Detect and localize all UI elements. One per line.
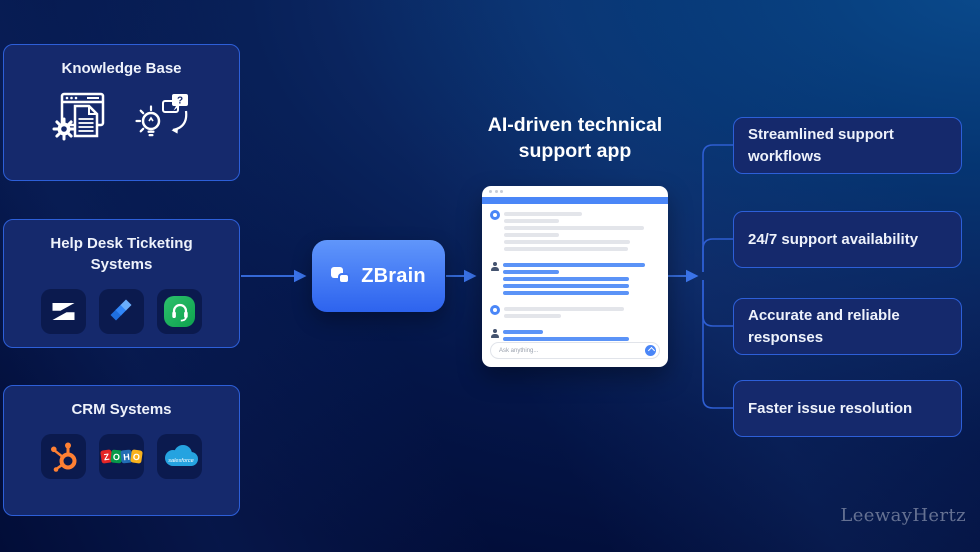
chat-message-assistant bbox=[490, 305, 658, 321]
skeleton-line bbox=[503, 270, 559, 274]
panel-title: Help Desk Ticketing Systems bbox=[50, 235, 193, 273]
zbrain-label: ZBrain bbox=[361, 264, 426, 287]
skeleton-line bbox=[504, 226, 644, 230]
skeleton-line bbox=[504, 212, 582, 216]
skeleton-line bbox=[503, 263, 645, 267]
svg-text:salesforce: salesforce bbox=[168, 457, 194, 463]
chat-message-user bbox=[490, 261, 658, 298]
chat-input-placeholder: Ask anything... bbox=[499, 347, 539, 354]
skeleton-line bbox=[503, 291, 629, 295]
hubspot-icon bbox=[41, 434, 86, 479]
benefit-label: Faster issue resolution bbox=[748, 399, 913, 417]
freshdesk-icon bbox=[157, 289, 202, 334]
window-titlebar bbox=[482, 186, 668, 197]
chat-messages bbox=[482, 204, 668, 358]
benefit-label: Accurate and reliable responses bbox=[748, 307, 900, 346]
benefit-card: Streamlined support workflows bbox=[733, 117, 962, 174]
salesforce-icon: salesforce bbox=[157, 434, 202, 479]
freshdesk-badge bbox=[164, 296, 195, 327]
assistant-avatar-icon bbox=[490, 305, 500, 315]
knowledge-faq-icon: ? bbox=[134, 91, 193, 148]
skeleton-line bbox=[504, 314, 561, 318]
assistant-avatar-icon bbox=[490, 210, 500, 220]
zoho-icon: Z O H O bbox=[99, 434, 144, 479]
benefit-label: 24/7 support availability bbox=[748, 230, 919, 248]
panel-title: CRM Systems bbox=[71, 401, 172, 418]
panel-title: Knowledge Base bbox=[61, 60, 182, 77]
benefit-label: Streamlined support workflows bbox=[748, 126, 894, 165]
send-button[interactable] bbox=[645, 345, 656, 356]
skeleton-line bbox=[503, 337, 629, 341]
benefit-card: 24/7 support availability bbox=[733, 211, 962, 268]
panel-crm: CRM Systems Z bbox=[3, 385, 240, 516]
window-dot-icon bbox=[489, 190, 492, 193]
zoho-letter: O bbox=[130, 449, 143, 464]
user-avatar-icon bbox=[490, 329, 499, 338]
app-header-bar bbox=[482, 197, 668, 204]
panel-help-desk: Help Desk Ticketing Systems bbox=[3, 219, 240, 348]
zendesk-icon bbox=[41, 289, 86, 334]
app-window: Ask anything... bbox=[482, 186, 668, 367]
skeleton-line bbox=[504, 307, 624, 311]
window-dot-icon bbox=[494, 190, 498, 193]
skeleton-line bbox=[504, 233, 559, 237]
leewayhertz-watermark: LeewayHertz bbox=[840, 505, 966, 526]
user-avatar-icon bbox=[490, 262, 499, 271]
window-dot-icon bbox=[500, 190, 503, 193]
skeleton-line bbox=[504, 247, 628, 251]
benefit-card: Faster issue resolution bbox=[733, 380, 962, 437]
benefit-card: Accurate and reliable responses bbox=[733, 298, 962, 355]
chat-message-assistant bbox=[490, 210, 658, 254]
zbrain-logo-icon bbox=[331, 267, 351, 285]
panel-knowledge-base: Knowledge Base bbox=[3, 44, 240, 181]
skeleton-line bbox=[504, 219, 559, 223]
diagram-title: AI-driven technical support app bbox=[487, 114, 663, 162]
skeleton-line bbox=[504, 240, 630, 244]
svg-text:?: ? bbox=[176, 96, 182, 107]
zbrain-node: ZBrain bbox=[312, 240, 445, 312]
knowledge-docs-icon bbox=[51, 91, 109, 148]
chat-input[interactable]: Ask anything... bbox=[490, 342, 660, 359]
jira-icon bbox=[99, 289, 144, 334]
skeleton-line bbox=[503, 277, 629, 281]
skeleton-line bbox=[503, 330, 543, 334]
skeleton-line bbox=[503, 284, 629, 288]
